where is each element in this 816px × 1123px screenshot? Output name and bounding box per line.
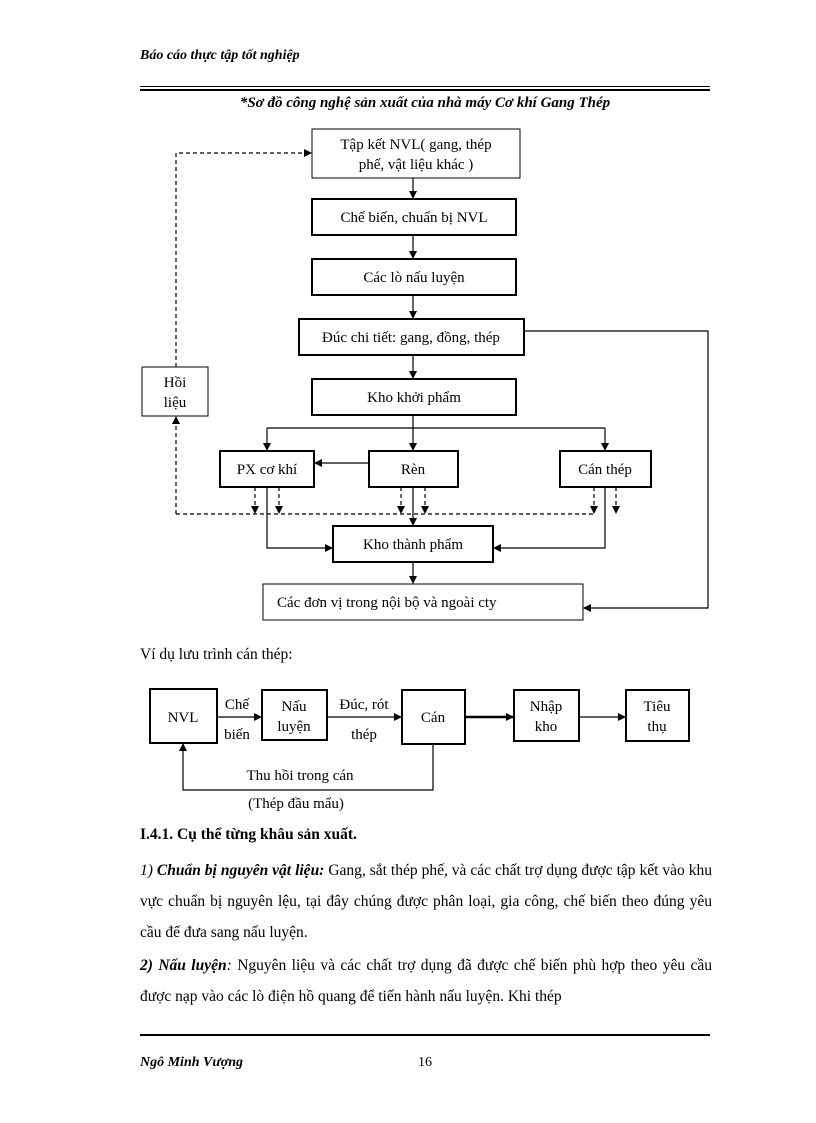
arrow-px-kho xyxy=(266,487,333,552)
paragraph-2-text: Nguyên liệu và các chất trợ dụng đã được… xyxy=(140,957,712,1005)
box-can xyxy=(401,689,466,745)
box-hoi-lieu xyxy=(141,366,209,417)
footer-author: Ngô Minh Vượng xyxy=(140,1055,244,1070)
label-bien: biến xyxy=(224,727,250,743)
label-che: Chế xyxy=(225,697,250,713)
label-hoi-lieu-1: Hồi xyxy=(164,375,187,391)
label-nhap-2: kho xyxy=(535,719,558,735)
label-duc: Đúc chi tiết: gang, đồng, thép xyxy=(322,330,500,346)
paragraph-2-colon: : xyxy=(226,957,232,974)
box-lo-nau-luyen xyxy=(311,258,517,296)
label-lo-nau: Các lò nấu luyện xyxy=(363,270,465,286)
label-nvl: NVL xyxy=(168,710,199,726)
example-intro: Ví dụ lưu trình cán thép: xyxy=(140,646,293,663)
section-heading: I.4.1. Cụ thể từng khâu sản xuất. xyxy=(140,826,357,843)
label-px-co-khi: PX cơ khí xyxy=(237,462,297,478)
paragraph-1-number: 1) xyxy=(140,862,157,879)
paragraph-1: 1) Chuẩn bị nguyên vật liệu: Gang, sắt t… xyxy=(140,855,712,948)
label-nau-2: luyện xyxy=(277,719,311,735)
production-flow-diagram: Tập kết NVL( gang, thép phế, vật liệu kh… xyxy=(141,128,709,621)
label-duc-rot: Đúc, rót xyxy=(339,697,389,713)
header-rule-thick xyxy=(140,89,710,91)
arrow-return-nvl xyxy=(179,743,434,791)
label-ren: Rèn xyxy=(401,462,426,478)
label-thu-hoi: Thu hồi trong cán xyxy=(246,768,354,784)
label-hoi-lieu-2: liệu xyxy=(164,395,187,411)
box-px-co-khi xyxy=(219,450,315,488)
label-tap-ket-1: Tập kết NVL( gang, thép xyxy=(340,137,491,153)
label-che-bien: Chế biến, chuẩn bị NVL xyxy=(340,210,487,226)
label-can-thep: Cán thép xyxy=(578,462,632,478)
label-kho-khoi: Kho khởi phẩm xyxy=(367,390,461,406)
paragraph-1-text: Gang, sắt thép phế, và các chất trợ dụng… xyxy=(140,862,712,941)
paragraph-1-label: Chuẩn bị nguyên vật liệu: xyxy=(156,862,325,879)
label-don-vi: Các đơn vị trong nội bộ và ngoài cty xyxy=(277,595,497,611)
box-kho-khoi-pham xyxy=(311,378,517,416)
box-kho-thanh-pham xyxy=(332,525,494,563)
paragraph-2-label: 2) Nấu luyện xyxy=(140,957,227,974)
label-thep-dau-mau: (Thép đầu mẩu) xyxy=(248,796,344,812)
box-ren xyxy=(368,450,459,488)
header-rule xyxy=(140,86,710,87)
box-tieu-thu xyxy=(625,689,690,742)
label-kho-thanh: Kho thành phẩm xyxy=(363,537,463,553)
footer-rule xyxy=(140,1034,710,1036)
arrow-hoilieu-tapket xyxy=(175,149,312,367)
rolling-steel-flow: NVL Nấu luyện Cán Nhập kho Tiêu thụ Chế … xyxy=(149,688,690,812)
label-thep: thép xyxy=(351,727,377,743)
label-tieu-1: Tiêu xyxy=(644,699,671,715)
page-number: 16 xyxy=(418,1055,432,1070)
box-don-vi xyxy=(262,583,584,621)
arrow-can-kho xyxy=(493,487,606,552)
label-tieu-2: thụ xyxy=(647,719,667,735)
box-nhap-kho xyxy=(513,689,580,742)
arrow-duc-donvi xyxy=(524,330,709,612)
paragraph-2: 2) Nấu luyện: Nguyên liệu và các chất tr… xyxy=(140,950,712,1012)
label-nau-1: Nấu xyxy=(282,699,307,715)
label-can: Cán xyxy=(421,710,446,726)
label-nhap-1: Nhập xyxy=(530,699,563,715)
running-header: Báo cáo thực tập tốt nghiệp xyxy=(140,48,300,63)
diagram-title: *Sơ đồ công nghệ sản xuất của nhà máy Cơ… xyxy=(239,95,611,111)
label-tap-ket-2: phế, vật liệu khác ) xyxy=(359,157,474,173)
box-can-thep xyxy=(559,450,652,488)
box-nvl xyxy=(149,688,218,744)
box-duc-chi-tiet xyxy=(298,318,525,356)
box-nau-luyen xyxy=(261,689,328,741)
box-tap-ket-nvl xyxy=(311,128,521,179)
box-che-bien xyxy=(311,198,517,236)
